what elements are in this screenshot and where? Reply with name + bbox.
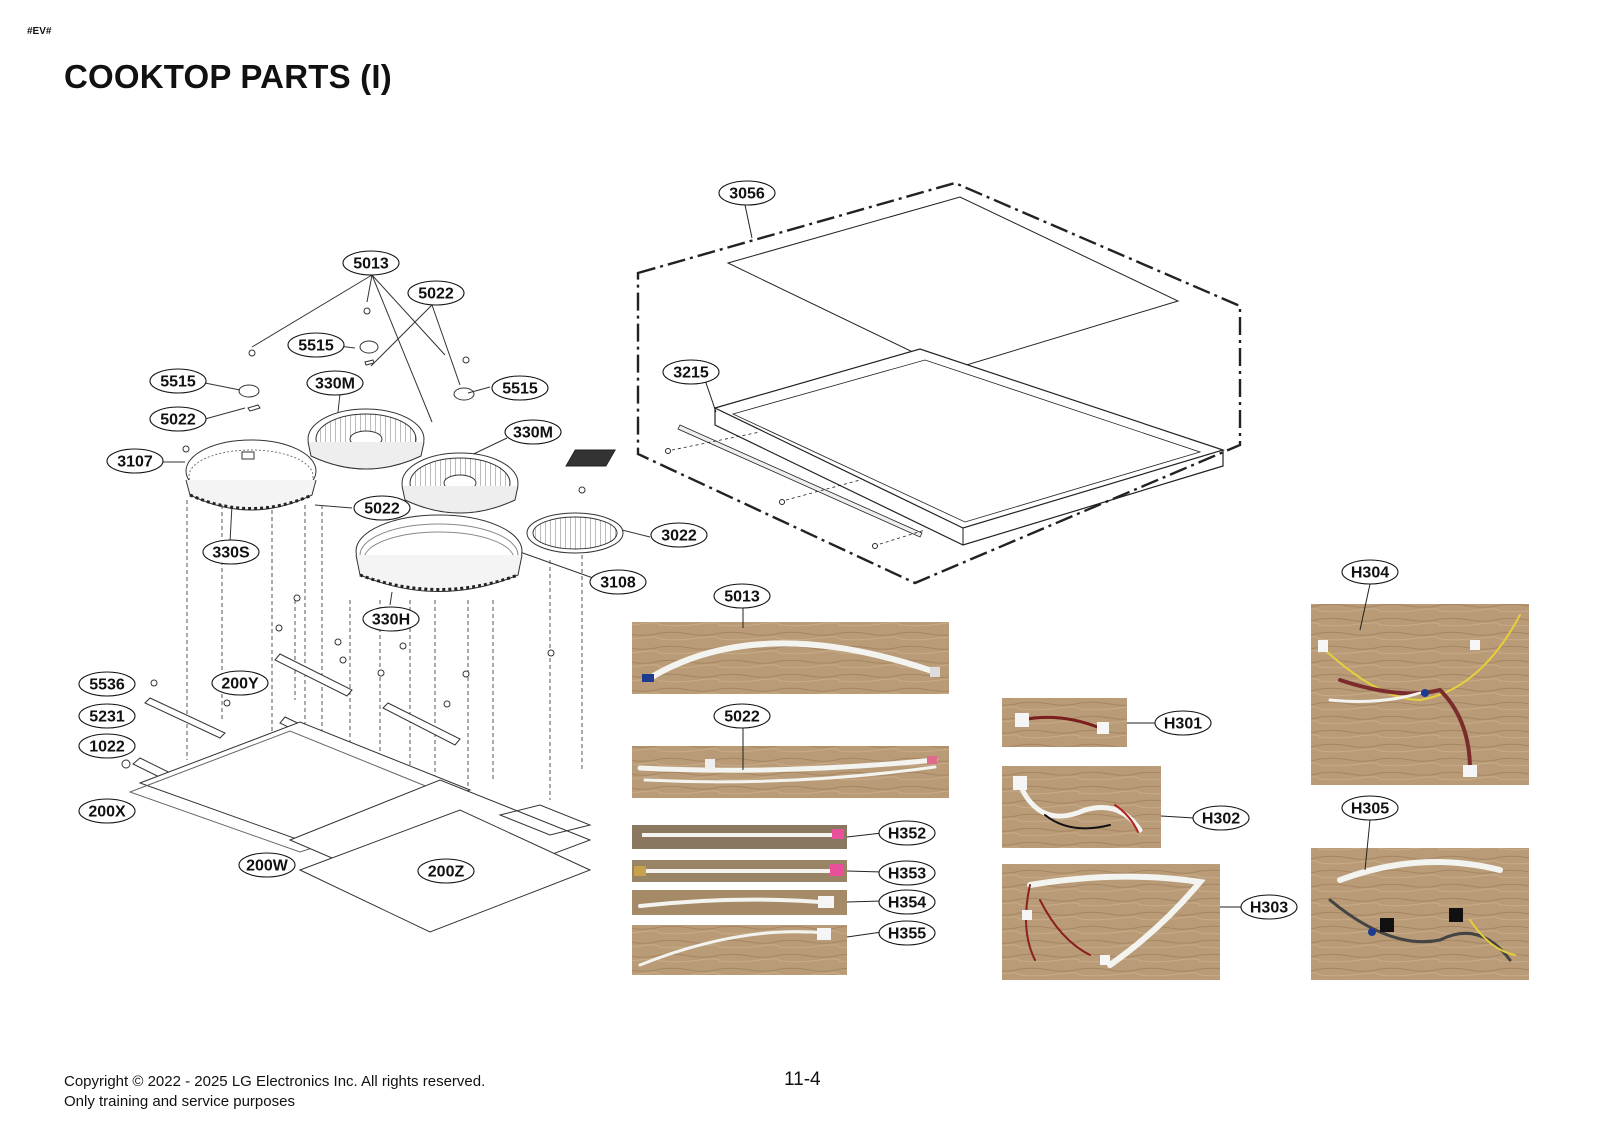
callout-c3215: 3215 [662,359,720,385]
callout-ch305: H305 [1341,795,1399,821]
callout-c330m-b: 330M [504,419,562,445]
photo-h303-harness [1002,864,1220,980]
callout-ch301: H301 [1154,710,1212,736]
callout-label: 200Y [221,676,259,693]
cooktop-frame-drawing [565,181,1242,585]
callout-c5515-c: 5515 [491,375,549,401]
callout-label: 5231 [89,709,125,726]
photo-5022-harness [632,746,949,798]
callout-c5013-top: 5013 [342,250,400,276]
callout-c5022-mid: 5022 [353,495,411,521]
coil-assembly-drawing [121,274,651,933]
callout-ch354: H354 [878,889,936,915]
callout-label: 330M [315,376,355,393]
callout-label: H352 [888,826,926,843]
callout-label: 330M [513,425,553,442]
photo-h352-harness [632,825,847,849]
callout-label: 5515 [502,381,538,398]
callout-ch303: H303 [1240,894,1298,920]
callout-c3108: 3108 [589,569,647,595]
callout-label: H355 [888,926,926,943]
photo-h301-harness [1002,698,1127,747]
callout-c3056: 3056 [718,180,776,206]
callout-c5022-top: 5022 [407,280,465,306]
copyright-text: Copyright © 2022 - 2025 LG Electronics I… [64,1073,486,1090]
callout-c1022: 1022 [78,733,136,759]
photo-h355-harness [632,925,847,975]
callout-label: 200Z [428,864,465,881]
callout-c5022-left: 5022 [149,406,207,432]
callout-label: H353 [888,866,926,883]
callout-label: 200W [246,858,289,875]
callout-label: 1022 [89,739,125,756]
callout-label: 5013 [724,589,760,606]
callout-label: 330H [372,612,410,629]
callout-c330s: 330S [202,539,260,565]
copyright-block: Copyright © 2022 - 2025 LG Electronics I… [64,1072,485,1112]
callout-label: H305 [1351,801,1389,818]
callout-label: 3108 [600,575,636,592]
callout-label: 200X [88,804,126,821]
callout-label: H301 [1164,716,1202,733]
callout-c200x: 200X [78,798,136,824]
callout-c3107: 3107 [106,448,164,474]
callout-label: 3107 [117,454,153,471]
callout-label: 5536 [89,677,125,694]
callout-c5515-a: 5515 [287,332,345,358]
callout-label: 5515 [160,374,196,391]
callout-c200w: 200W [238,852,296,878]
page-number: 11-4 [784,1069,821,1090]
document-tag: #EV# [27,26,52,37]
callout-ch355: H355 [878,920,936,946]
photo-h304-harness [1311,604,1529,785]
callout-label: 5022 [364,501,400,518]
callout-label: 5022 [160,412,196,429]
callout-ch304: H304 [1341,559,1399,585]
callout-c200y: 200Y [211,670,269,696]
page-title: COOKTOP PARTS (I) [64,58,392,95]
callout-c5231: 5231 [78,703,136,729]
callout-c3022: 3022 [650,522,708,548]
photo-5013-harness [632,622,949,694]
callout-label: 330S [212,545,250,562]
callout-label: H303 [1250,900,1288,917]
callout-ch302: H302 [1192,805,1250,831]
callout-c330h: 330H [362,606,420,632]
callout-c330m-a: 330M [306,370,364,396]
callout-c200z: 200Z [417,858,475,884]
callout-label: H354 [888,895,926,912]
callout-c5013-photo: 5013 [713,583,771,609]
callout-label: H304 [1351,565,1389,582]
photo-h302-harness [1002,766,1161,848]
callout-label: 5515 [298,338,334,355]
callout-label: 5022 [418,286,454,303]
callout-ch353: H353 [878,860,936,886]
photo-h354-harness [632,890,847,915]
callout-label: 5022 [724,709,760,726]
usage-text: Only training and service purposes [64,1093,295,1110]
callout-c5515-b: 5515 [149,368,207,394]
photo-h353-harness [632,860,847,882]
callout-label: H302 [1202,811,1240,828]
callout-label: 3022 [661,528,697,545]
callout-label: 3215 [673,365,709,382]
callout-ch352: H352 [878,820,936,846]
callout-c5536: 5536 [78,671,136,697]
callout-label: 5013 [353,256,389,273]
callout-label: 3056 [729,186,765,203]
callout-c5022-photo: 5022 [713,703,771,729]
photo-h305-harness [1311,848,1529,980]
